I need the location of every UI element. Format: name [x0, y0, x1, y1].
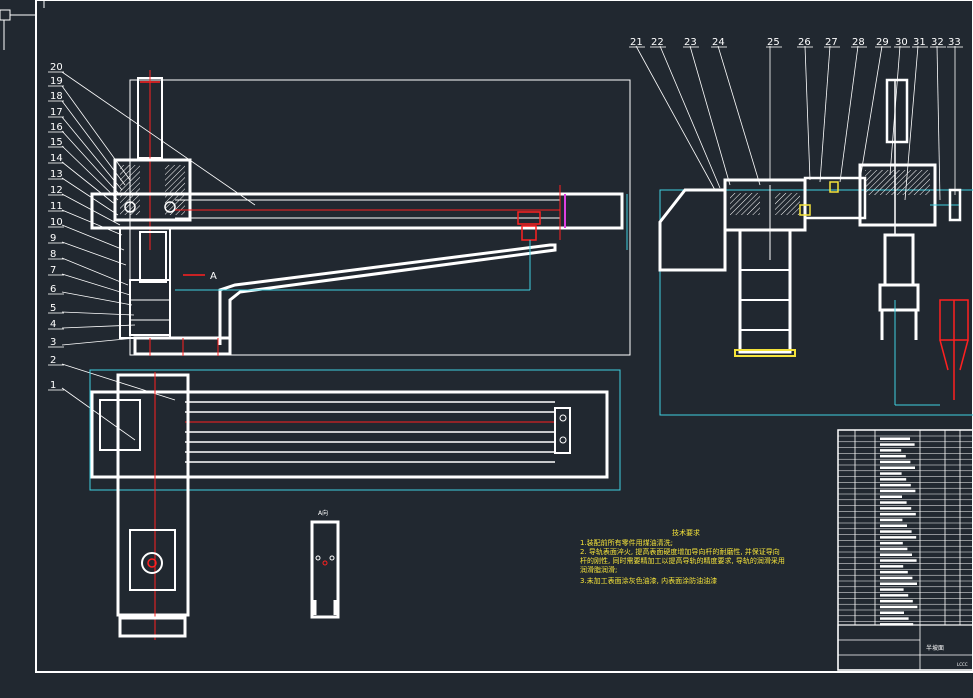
- part-label: 13: [50, 169, 63, 180]
- part-label: 1: [50, 380, 56, 391]
- tech-req-line3: 杆的刚性, 同时需要精加工以提高导轨的精度要求, 导轨的润滑采用: [580, 556, 785, 565]
- part-label: 14: [50, 153, 63, 164]
- part-label: 15: [50, 137, 63, 148]
- bom-cell-glyphs: [880, 541, 903, 545]
- part-label: 6: [50, 284, 56, 295]
- bom-cell-glyphs: [880, 507, 912, 510]
- left-part-labels: 20 19 18 17 16 15 14 13 12 11 10 9 8 7 6 5 4 3 2 1: [48, 62, 64, 391]
- part-label: 26: [798, 37, 811, 48]
- part-label: 23: [684, 37, 697, 48]
- part-label: 33: [948, 37, 961, 48]
- technical-requirements: 技术要求 1.装配前所有零件用煤油清洗; 2. 导轨表面淬火, 提高表面硬度增加…: [580, 528, 785, 585]
- part-label: 8: [50, 249, 56, 260]
- tech-req-line2: 2. 导轨表面淬火, 提高表面硬度增加导向杆的耐磨性, 并保证导向: [580, 547, 780, 556]
- bom-cell-glyphs: [880, 576, 913, 580]
- part-label: 3: [50, 337, 56, 348]
- part-label: 12: [50, 185, 63, 196]
- part-label: 20: [50, 62, 63, 73]
- bom-cell-glyphs: [880, 536, 917, 539]
- tech-req-line5: 3.未加工表面涂灰色油漆, 内表面涂防油油漆: [580, 576, 717, 585]
- bom-cell-glyphs: [880, 460, 911, 464]
- bom-cell-glyphs: [880, 449, 902, 452]
- part-label: 9: [50, 233, 56, 244]
- front-view: [61, 70, 631, 441]
- part-label: 17: [50, 107, 63, 118]
- part-label: 27: [825, 37, 838, 48]
- view-a: [310, 520, 340, 619]
- bom-cell-glyphs: [880, 489, 916, 493]
- bom-cell-glyphs: [880, 524, 907, 527]
- bom-cell-glyphs: [880, 501, 907, 504]
- right-part-labels: 21 22 23 24 25 26 27 28 29 30 31 32 33: [629, 37, 963, 48]
- title-block-code: LCCC: [957, 662, 968, 667]
- part-label: 5: [50, 303, 56, 314]
- plan-view: [89, 369, 621, 640]
- part-label: 2: [50, 355, 56, 366]
- bom-cell-glyphs: [880, 495, 902, 498]
- bom-cell-glyphs: [880, 611, 904, 614]
- bom-cell-glyphs: [880, 472, 902, 475]
- part-label: 4: [50, 319, 56, 330]
- tech-req-line4: 润滑脂润滑;: [580, 565, 617, 574]
- tech-req-title: 技术要求: [672, 528, 700, 537]
- bom-cell-glyphs: [880, 617, 909, 620]
- bom-cell-glyphs: [880, 588, 904, 591]
- bom-cell-glyphs: [880, 512, 916, 516]
- bom-cell-glyphs: [880, 553, 912, 556]
- bom-cell-glyphs: [880, 443, 915, 446]
- part-label: 32: [931, 37, 944, 48]
- part-label: 30: [895, 37, 908, 48]
- bom-cell-glyphs: [880, 559, 917, 562]
- part-label: 19: [50, 76, 63, 87]
- title-block-name: 半坡面: [926, 644, 944, 652]
- bom-cell-glyphs: [880, 582, 917, 585]
- part-label: 7: [50, 265, 56, 276]
- bom-table: [837, 429, 973, 671]
- bom-cell-glyphs: [880, 623, 914, 626]
- bom-cell-glyphs: [880, 478, 907, 481]
- part-label: 21: [630, 37, 643, 48]
- view-a-title: A向: [318, 509, 328, 517]
- bom-cell-glyphs: [880, 565, 904, 568]
- part-label: 24: [712, 37, 725, 48]
- bom-cell-glyphs: [880, 454, 906, 458]
- bom-cell-glyphs: [880, 599, 913, 603]
- part-label: 22: [651, 37, 664, 48]
- part-label: 10: [50, 217, 63, 228]
- part-label: 29: [876, 37, 889, 48]
- bom-cell-glyphs: [880, 570, 908, 574]
- view-a-marker: A: [210, 271, 217, 282]
- bom-cell-glyphs: [880, 466, 915, 469]
- part-label: 11: [50, 201, 63, 212]
- bom-cell-glyphs: [880, 483, 911, 487]
- drawing-frame: [0, 0, 973, 673]
- part-label: 28: [852, 37, 865, 48]
- bom-cell-glyphs: [880, 530, 912, 533]
- part-label: 25: [767, 37, 780, 48]
- side-view: [635, 45, 973, 416]
- bom-cell-glyphs: [880, 594, 909, 597]
- part-label: 31: [913, 37, 926, 48]
- bom-cell-glyphs: [880, 518, 903, 522]
- bom-cell-glyphs: [880, 437, 910, 440]
- part-label: 18: [50, 91, 63, 102]
- tech-req-line1: 1.装配前所有零件用煤油清洗;: [580, 538, 673, 547]
- bom-cell-glyphs: [880, 605, 918, 609]
- bom-cell-glyphs: [880, 547, 908, 551]
- part-label: 16: [50, 122, 63, 133]
